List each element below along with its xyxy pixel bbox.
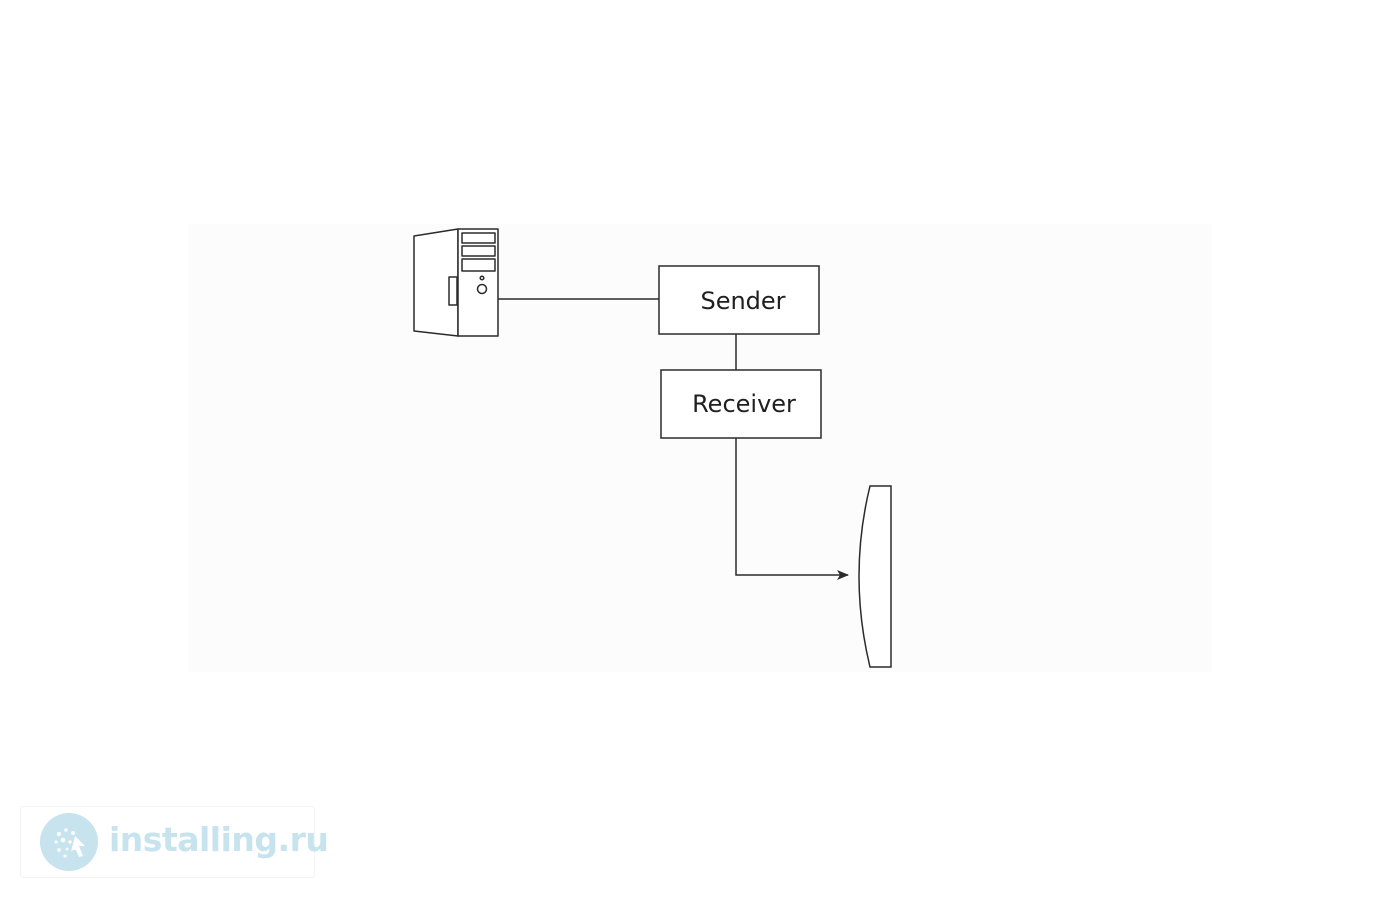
- watermark: installing.ru: [20, 806, 329, 878]
- sender-box: Sender: [658, 265, 820, 335]
- receiver-label: Receiver: [692, 390, 796, 418]
- display-screen-icon: [858, 485, 892, 668]
- connector-receiver-display: [735, 438, 849, 580]
- installing-logo-icon: [40, 813, 98, 871]
- watermark-text: installing.ru: [109, 820, 329, 859]
- receiver-box: Receiver: [660, 369, 822, 439]
- computer-tower-icon: [413, 228, 499, 337]
- sender-label: Sender: [700, 287, 785, 315]
